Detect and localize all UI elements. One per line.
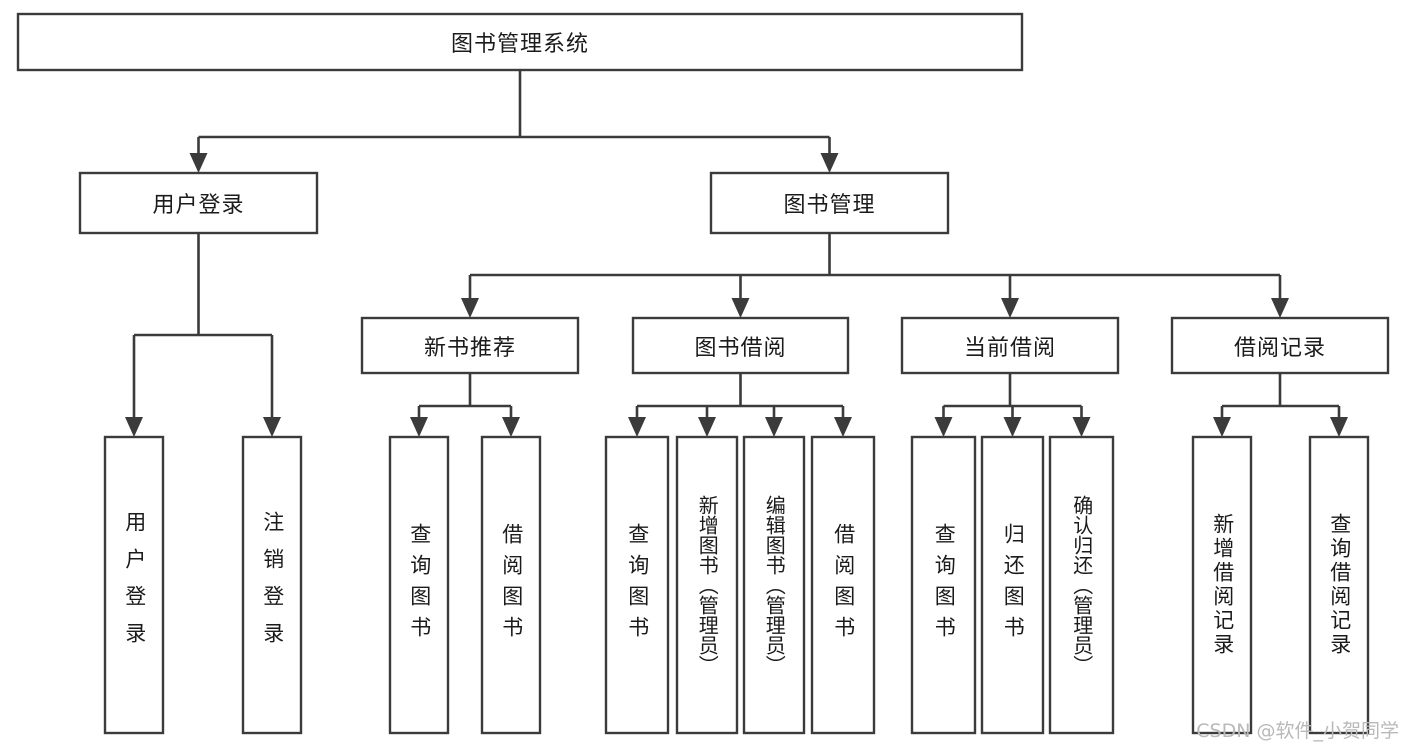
node-box-bb-query-book[interactable] [604, 435, 670, 735]
arrow-head-icon [1271, 298, 1289, 318]
arrow-head-icon [698, 417, 716, 437]
arrow-head-icon [731, 298, 750, 318]
arrow-head-icon [1072, 417, 1091, 437]
node-box-user-login-action[interactable] [103, 435, 165, 735]
arrow-head-icon [410, 417, 428, 437]
node-box-bb-add-book[interactable] [675, 435, 739, 735]
arrow-head-icon [189, 153, 208, 173]
node-box-nb-borrow-book[interactable] [480, 435, 542, 735]
arrow-head-icon [461, 298, 479, 318]
node-box-borrow-records[interactable] [1170, 316, 1390, 375]
arrow-head-icon [1330, 417, 1348, 437]
node-box-bb-edit-book[interactable] [742, 435, 806, 735]
arrow-head-icon [1213, 417, 1231, 437]
node-box-nb-query-book[interactable] [388, 435, 450, 735]
arrow-head-icon [834, 417, 852, 437]
node-box-user-login[interactable] [78, 171, 319, 235]
node-box-br-query-record[interactable] [1308, 435, 1370, 735]
arrow-head-icon [1001, 298, 1019, 318]
node-box-cb-confirm-return[interactable] [1048, 435, 1115, 735]
arrow-head-icon [765, 417, 783, 437]
node-box-cb-query-book[interactable] [910, 435, 977, 735]
node-box-cb-return-book[interactable] [980, 435, 1045, 735]
connector-layer [125, 70, 1348, 437]
node-box-book-borrow[interactable] [631, 316, 850, 375]
node-box-root[interactable] [16, 12, 1024, 72]
node-box-layer [16, 12, 1390, 735]
arrow-head-icon [934, 417, 953, 437]
node-box-br-add-record[interactable] [1191, 435, 1253, 735]
arrow-head-icon [628, 417, 646, 437]
arrow-head-icon [263, 417, 281, 437]
arrow-head-icon [820, 153, 839, 173]
node-box-current-borrow[interactable] [900, 316, 1120, 375]
node-box-user-logout-action[interactable] [241, 435, 303, 735]
arrow-head-icon [125, 417, 143, 437]
arrow-head-icon [502, 417, 520, 437]
node-box-bb-borrow-book[interactable] [810, 435, 876, 735]
node-box-new-book-recommend[interactable] [360, 316, 580, 375]
node-box-book-management[interactable] [709, 171, 950, 235]
arrow-head-icon [1003, 417, 1022, 437]
